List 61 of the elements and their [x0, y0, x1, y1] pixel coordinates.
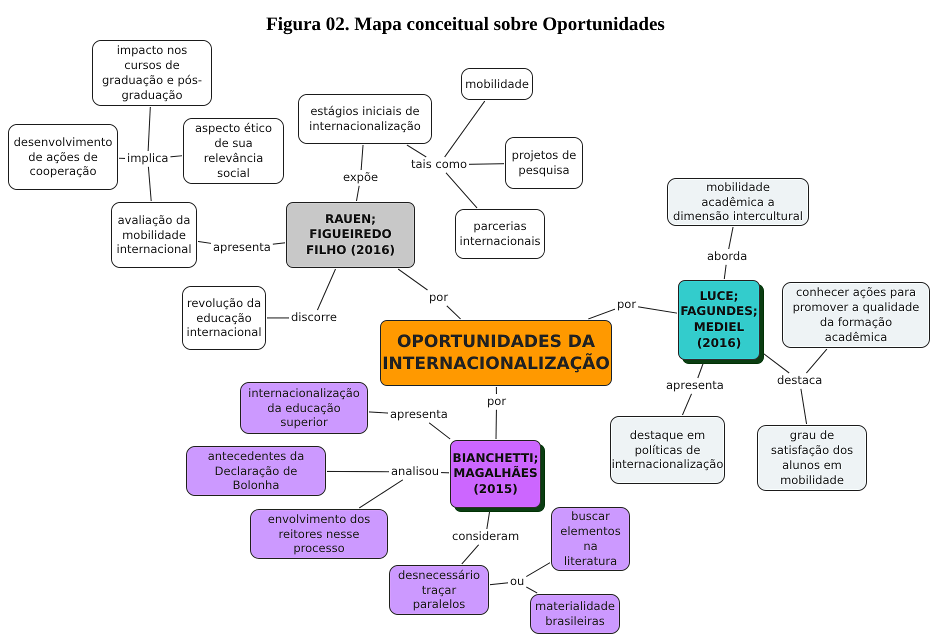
connector-line — [496, 387, 497, 394]
connector-line — [461, 544, 480, 564]
connector-line — [469, 163, 504, 165]
connector-line — [728, 226, 734, 250]
concept-box: aspecto ético de sua relevância social — [183, 118, 284, 184]
connector-line — [267, 317, 289, 318]
concept-box: conhecer ações para promover a qualidade da formação acadêmica — [782, 282, 930, 348]
connector-line — [148, 166, 152, 202]
concept-box: parcerias internacionais — [455, 209, 545, 259]
linking-phrase: expõe — [342, 171, 380, 185]
concept-box: materialidade brasileiras — [530, 594, 620, 634]
connector-line — [358, 479, 404, 508]
connector-line — [360, 144, 364, 170]
connector-line — [118, 158, 126, 159]
concept-box: desenvolvimento de ações de cooperação — [8, 124, 118, 190]
connector-line — [526, 562, 550, 578]
concept-box: mobilidade acadêmica a dimensão intercultural — [667, 178, 809, 226]
linking-phrase: apresenta — [212, 241, 272, 255]
connector-line — [148, 106, 151, 152]
concept-box: grau de satisfação dos alunos em mobilidade — [757, 425, 867, 491]
concept-box: antecedentes da Declaração de Bolonha — [186, 446, 326, 496]
concept-box: internacionalização da educação superior — [240, 382, 368, 434]
concept-box: destaque em políticas de internacionalização — [610, 416, 725, 484]
linking-phrase: apresenta — [665, 379, 725, 393]
connector-line — [724, 264, 727, 280]
concept-box: mobilidade — [461, 68, 533, 100]
connector-line — [316, 268, 336, 310]
connector-line — [406, 144, 427, 158]
connector-line — [441, 472, 450, 474]
linking-phrase: apresenta — [389, 408, 449, 422]
connector-line — [588, 308, 616, 320]
connector-line — [198, 240, 212, 244]
concept-box: projetos de pesquisa — [505, 137, 583, 189]
connector-line — [526, 586, 538, 594]
linking-phrase: implica — [126, 152, 170, 166]
connector-line — [356, 186, 360, 202]
concept-box: RAUEN; FIGUEIREDO FILHO (2016) — [286, 202, 415, 268]
connector-line — [638, 306, 678, 314]
concept-box: buscar elementos na literatura — [551, 507, 630, 571]
concept-box: revolução da educação internacional — [182, 286, 266, 350]
central-concept-box: OPORTUNIDADES DA INTERNACIONALIZAÇÃO — [380, 320, 612, 386]
connector-line — [490, 582, 508, 586]
concept-box: avaliação da mobilidade internacional — [111, 202, 197, 268]
connector-line — [800, 388, 808, 424]
concept-box: estágios iniciais de internacionalização — [298, 94, 432, 144]
concept-box: impacto nos cursos de graduação e pós-graduação — [92, 40, 212, 106]
connector-line — [327, 470, 389, 472]
connector-line — [398, 268, 428, 290]
connector-line — [170, 155, 182, 158]
concept-box: envolvimento dos reitores nesse processo — [250, 509, 388, 559]
connector-line — [806, 348, 828, 374]
connector-line — [272, 242, 286, 245]
connector-line — [368, 411, 388, 414]
diagram-title: Figura 02. Mapa conceitual sobre Oportunidades — [265, 14, 666, 36]
connector-line — [444, 100, 486, 158]
connector-line — [446, 172, 478, 208]
connector-line — [682, 394, 692, 416]
connector-line — [495, 410, 497, 439]
concept-box: desnecessário traçar paralelos — [389, 565, 489, 615]
connector-line — [428, 422, 450, 440]
connector-line — [446, 305, 461, 320]
